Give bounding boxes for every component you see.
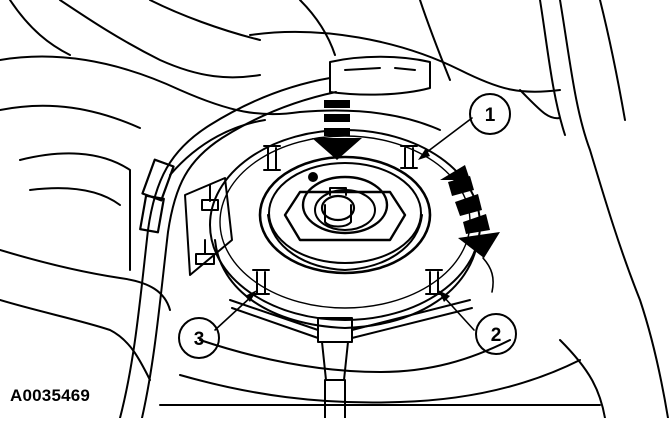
rotation-arrow [440, 165, 500, 258]
callout-2-number: 2 [491, 325, 502, 346]
bracket-plate [184, 177, 233, 276]
mounting-studs [252, 145, 443, 295]
rotation-guide-line [482, 257, 494, 293]
alignment-mark [308, 172, 318, 182]
install-down-arrow [312, 100, 362, 160]
leader-arrowheads [245, 148, 450, 302]
figure-id: A0035469 [10, 386, 91, 405]
callout-circles [178, 93, 517, 359]
lower-clamp [229, 299, 473, 419]
callout-3-number: 3 [194, 329, 205, 350]
callout-1-number: 1 [485, 105, 496, 126]
strut-mount [258, 155, 432, 275]
wiring-harness [119, 55, 431, 419]
leader-lines [214, 117, 475, 331]
